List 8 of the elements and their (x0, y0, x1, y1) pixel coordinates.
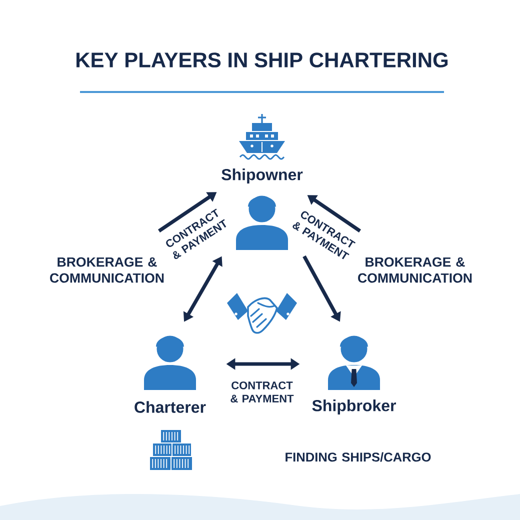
title: KEY PLAYERS IN SHIP CHARTERING (76, 52, 448, 68)
note-label: FINDING SHIPS/CARGO (286, 452, 431, 462)
side-label: BROKERAGE & COMMUNICATION (358, 257, 472, 283)
role-name: Shipbroker (312, 400, 396, 414)
edge-label: CONTRACT & PAYMENT (230, 382, 294, 402)
side-label: BROKERAGE & COMMUNICATION (50, 257, 164, 283)
role-name: Shipowner (222, 168, 303, 184)
role-name: Charterer (134, 401, 206, 413)
